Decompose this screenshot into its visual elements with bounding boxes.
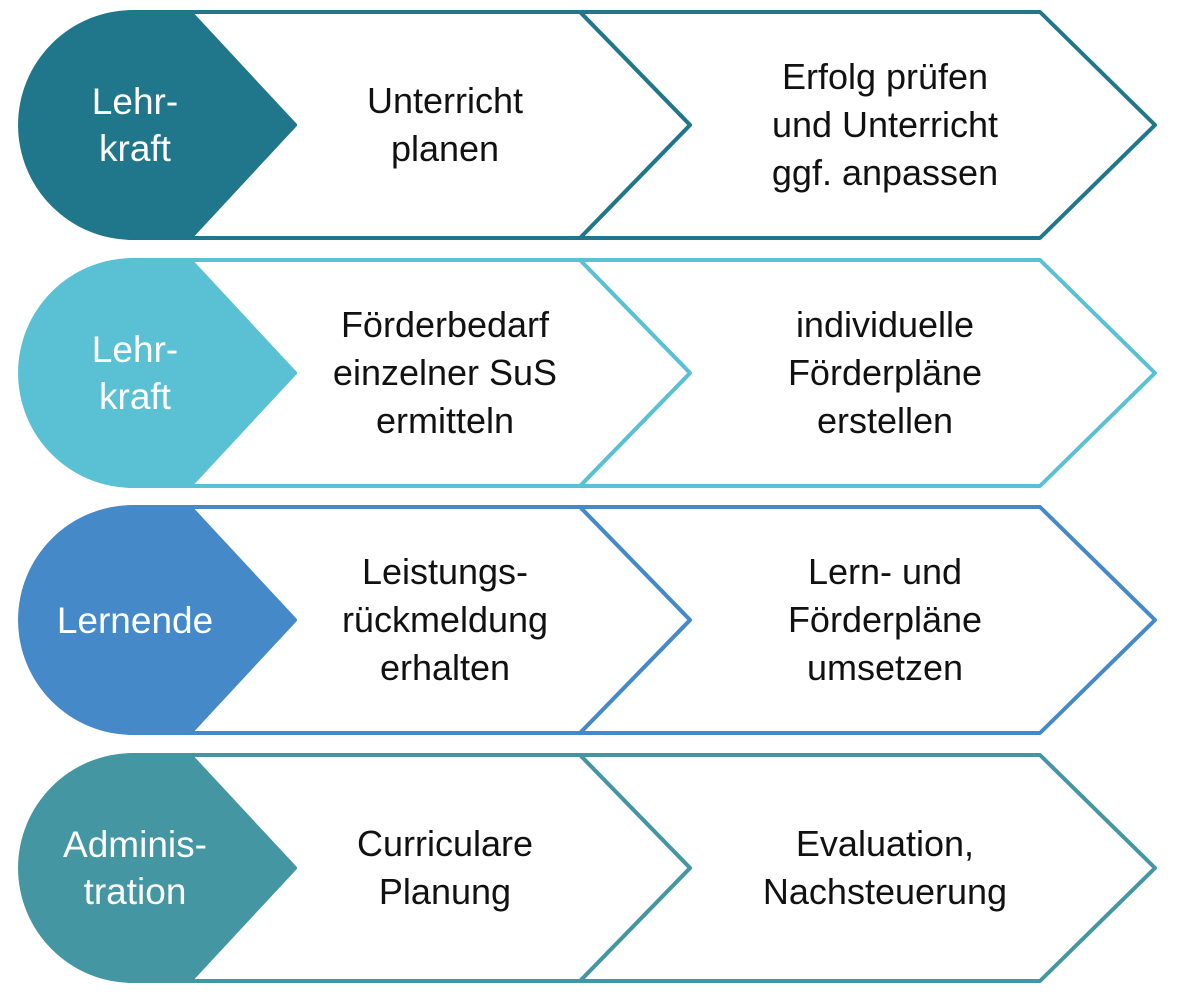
- step-label: Evaluation, Nachsteuerung: [762, 823, 1008, 912]
- role-shape: [18, 10, 295, 240]
- row-shapes: [18, 753, 1157, 983]
- row-shapes: [18, 10, 1157, 240]
- step-label: individuelle Förderpläne erstellen: [787, 304, 983, 441]
- role-label: Lehr- kraft: [91, 329, 179, 417]
- process-row-learners: Lernende Leistungs- rückmeldung erhalten…: [0, 505, 1177, 735]
- role-shape: [18, 753, 295, 983]
- step-label: Curriculare Planung: [356, 823, 534, 912]
- step-label: Erfolg prüfen und Unterricht ggf. anpass…: [771, 56, 999, 193]
- process-row-administration: Adminis- tration Curriculare Planung Eva…: [0, 753, 1177, 983]
- process-row-teacher-support: Lehr- kraft Förderbedarf einzelner SuS e…: [0, 258, 1177, 488]
- step-label: Unterricht planen: [366, 80, 524, 169]
- role-label: Lehr- kraft: [91, 81, 179, 169]
- step-label: Lern- und Förderpläne umsetzen: [787, 551, 983, 688]
- row-shapes: [18, 258, 1157, 488]
- process-row-teacher-planning: Lehr- kraft Unterricht planen Erfolg prü…: [0, 10, 1177, 240]
- role-shape: [18, 258, 295, 488]
- step-label: Förderbedarf einzelner SuS ermitteln: [332, 304, 558, 441]
- role-shape: [18, 505, 295, 735]
- row-shapes: [18, 505, 1157, 735]
- step-label: Leistungs- rückmeldung erhalten: [341, 551, 549, 688]
- role-label: Adminis- tration: [63, 824, 207, 912]
- role-label: Lernende: [56, 599, 214, 641]
